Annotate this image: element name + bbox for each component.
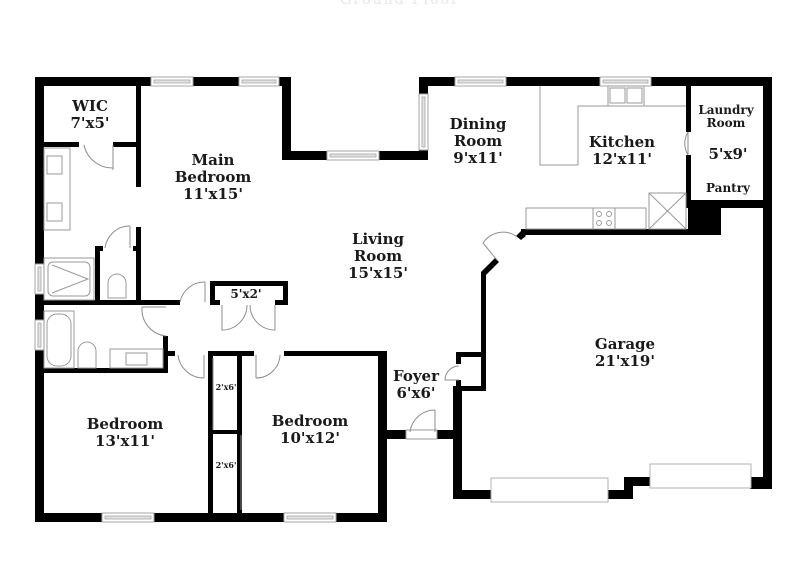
room-name: Room [706,116,746,131]
fixtures [43,85,687,369]
room-name: Living [351,230,405,248]
room-name: WIC [72,97,108,115]
room-dimensions: 7'x5' [70,113,110,132]
room-name: Bedroom [86,415,164,433]
room-name: Bedroom [174,167,252,186]
room-name: Room [353,246,403,265]
room-label-closet-lower: 2'x6' [216,461,237,470]
room-name: Kitchen [588,133,656,151]
room-label-bedroom-left: Bedroom 13'x11' [87,416,164,450]
room-name: Dining [449,115,507,133]
room-label-foyer: Foyer 6'x6' [393,368,439,402]
room-dimensions: 5'x2' [230,287,262,301]
garage-doors [490,463,752,503]
room-label-dining-room: Dining Room 9'x11' [450,116,507,166]
room-dimensions: 13'x11' [95,431,155,450]
room-dimensions: 2'x6' [215,382,237,392]
room-dimensions: 10'x12' [280,428,340,447]
room-label-living-room: Living Room 15'x15' [348,231,408,281]
doors [83,131,689,510]
room-dimensions: 11'x15' [183,184,243,203]
room-dimensions: 15'x15' [348,263,408,282]
room-label-garage: Garage 21'x19' [595,336,655,370]
room-label-main-bedroom: Main Bedroom 11'x15' [175,152,252,202]
room-dimensions: 12'x11' [592,149,652,168]
room-label-wic: WIC 7'x5' [70,98,109,132]
room-label-bedroom-right: Bedroom 10'x12' [272,413,349,447]
room-dimensions: 2'x6' [215,460,237,470]
room-label-pantry: Pantry [705,181,751,195]
room-label-closet-upper: 2'x6' [216,383,237,392]
room-dimensions-laundry: 5'x9' [708,146,747,163]
room-name: Pantry [705,181,751,195]
windows [34,76,652,523]
room-name: Laundry [698,103,754,117]
room-name: Main [191,151,235,169]
room-name: Garage [594,335,656,353]
room-label-kitchen: Kitchen 12'x11' [589,134,655,168]
room-dimensions: 5'x9' [708,145,748,163]
room-dimensions: 6'x6' [396,383,436,402]
room-name: Foyer [393,367,439,385]
room-name: Room [453,131,503,150]
room-label-laundry-room: Laundry Room [698,103,754,131]
room-dimensions: 21'x19' [595,351,655,370]
room-dimensions: 9'x11' [453,148,503,167]
room-label-hall-closet: 5'x2' [230,287,262,301]
exterior-walls [35,77,772,522]
room-name: Bedroom [271,412,349,430]
interior-walls [44,77,771,522]
plan-title: Ground Floor [340,0,460,8]
